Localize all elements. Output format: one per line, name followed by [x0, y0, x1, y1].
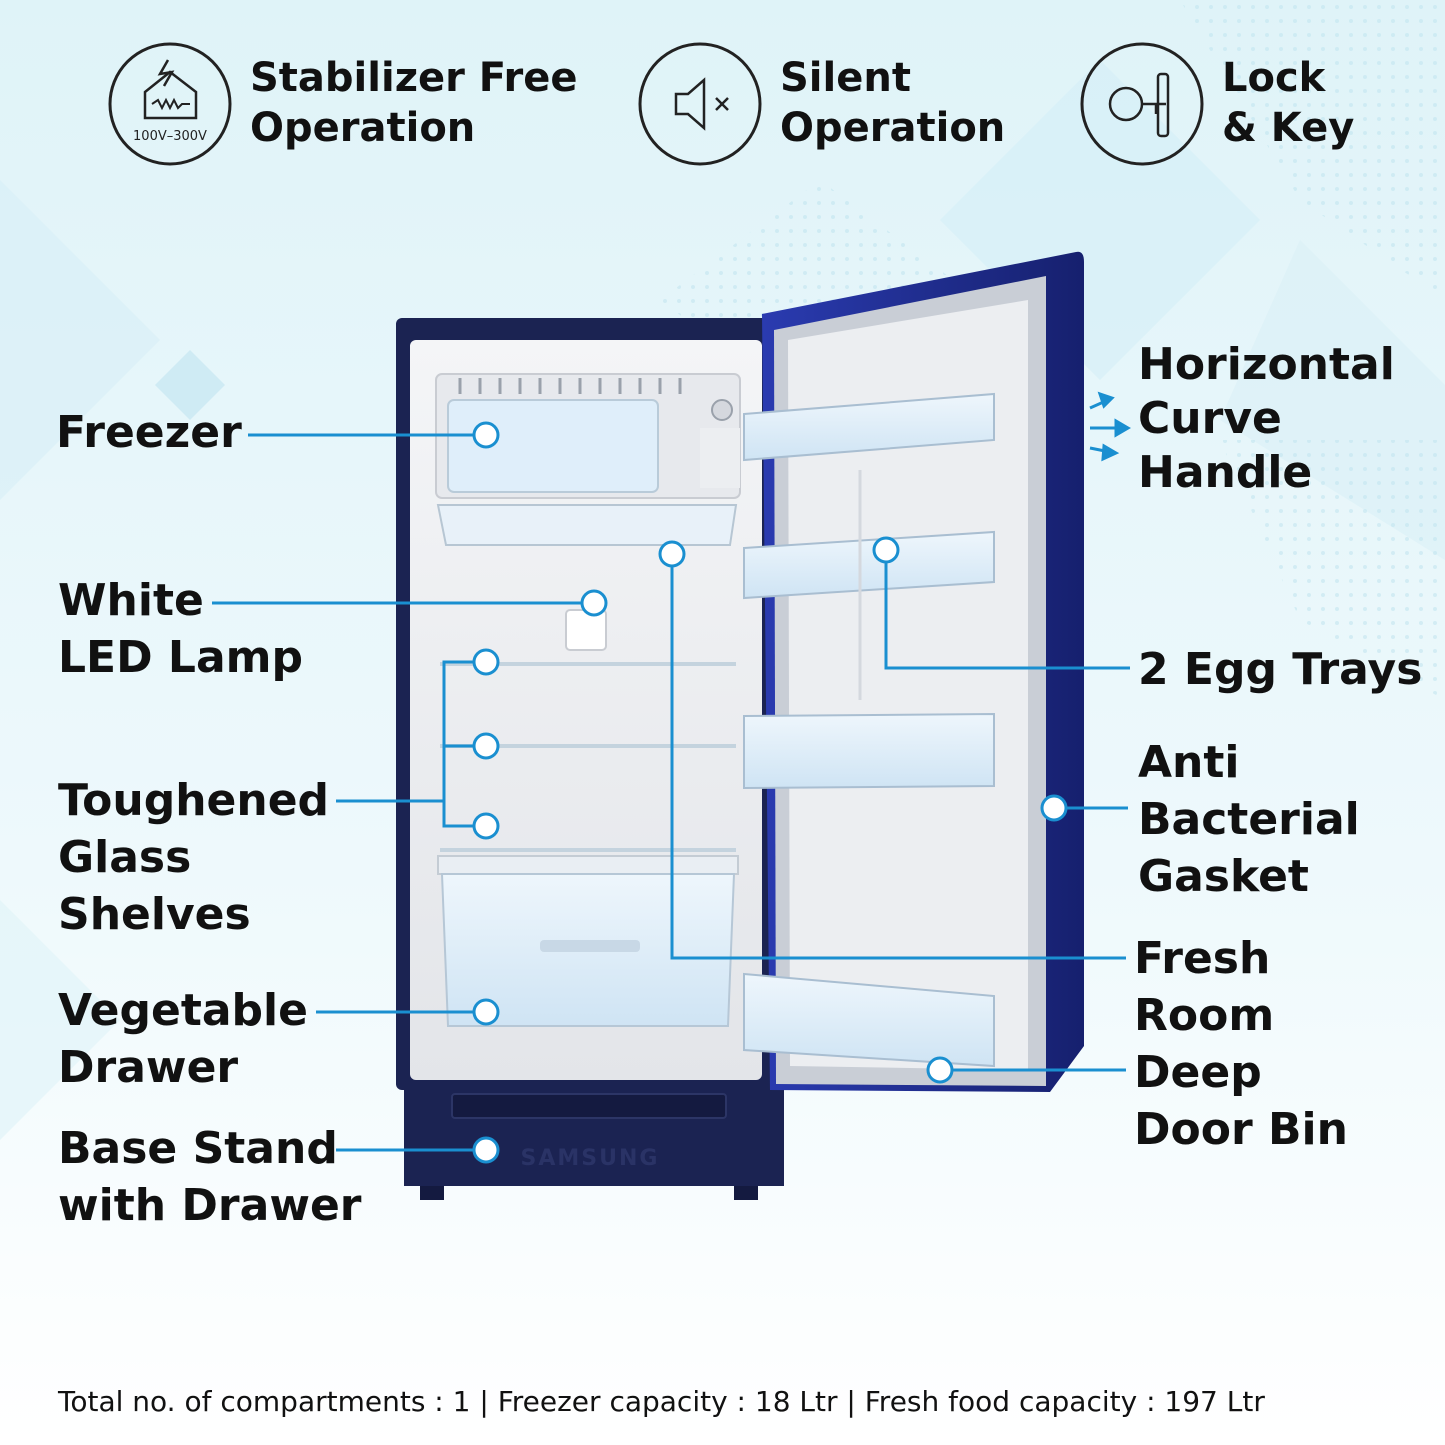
label-line: Freezer — [56, 407, 242, 458]
feature-line: & Key — [1222, 105, 1355, 151]
label-toughened-glass-shelves: Toughened Glass Shelves — [58, 772, 329, 943]
label-line: LED Lamp — [58, 632, 304, 683]
feature-lock-key: Lock & Key — [1222, 53, 1354, 153]
label-line: White — [58, 575, 204, 626]
capacity-footer: Total no. of compartments : 1 | Freezer … — [58, 1385, 1265, 1418]
feature-silent-operation: Silent Operation — [780, 53, 1005, 153]
label-line: Base Stand — [58, 1123, 338, 1174]
label-line: Room — [1134, 990, 1275, 1041]
handle-arrows-icon — [1089, 391, 1131, 462]
label-horizontal-curve-handle: Horizontal Curve Handle — [1138, 338, 1395, 500]
label-anti-bacterial-gasket: Anti Bacterial Gasket — [1138, 734, 1360, 905]
label-white-led-lamp: White LED Lamp — [58, 572, 303, 686]
label-vegetable-drawer: Vegetable Drawer — [58, 982, 308, 1096]
label-line: Curve — [1138, 393, 1282, 444]
label-line: Deep — [1134, 1047, 1262, 1098]
feature-line: Lock — [1222, 55, 1326, 101]
feature-stabilizer-free: Stabilizer Free Operation — [250, 53, 578, 153]
vegetable-drawer-shape — [437, 855, 739, 1027]
label-line: Toughened — [58, 775, 330, 826]
label-egg-trays: 2 Egg Trays — [1138, 641, 1422, 698]
label-line: 2 Egg Trays — [1138, 644, 1423, 695]
voltage-range-text: 100V–300V — [133, 129, 207, 144]
led-lamp — [565, 609, 607, 651]
open-door — [743, 251, 1084, 1092]
feature-line: Stabilizer Free — [250, 55, 578, 101]
lock-key-icon — [1080, 42, 1204, 166]
callout-dots — [472, 421, 1068, 1164]
label-line: Gasket — [1138, 851, 1309, 902]
label-line: Drawer — [58, 1042, 239, 1093]
label-base-stand: Base Stand with Drawer — [58, 1120, 362, 1234]
label-line: Handle — [1138, 447, 1313, 498]
label-line: Door Bin — [1134, 1104, 1348, 1155]
cabinet — [396, 318, 774, 1090]
callout-lines — [212, 433, 1130, 1152]
feature-line: Operation — [250, 105, 476, 151]
label-line: Vegetable — [58, 985, 308, 1036]
label-line: Bacterial — [1138, 794, 1360, 845]
label-fresh-room-deep-door-bin: Fresh Room Deep Door Bin — [1134, 930, 1348, 1158]
label-freezer: Freezer — [56, 404, 242, 461]
label-line: Shelves — [58, 889, 251, 940]
label-line: Anti — [1138, 737, 1240, 788]
label-line: Horizontal — [1138, 339, 1395, 390]
feature-line: Silent — [780, 55, 911, 101]
label-line: Glass — [58, 832, 192, 883]
base-stand: SAMSUNG — [404, 1080, 784, 1200]
label-line: with Drawer — [58, 1180, 362, 1231]
feature-line: Operation — [780, 105, 1006, 151]
brand-logo: SAMSUNG — [521, 1146, 660, 1171]
label-line: Fresh — [1134, 933, 1271, 984]
freezer-compartment — [435, 373, 741, 546]
voltage-house-icon: 100V–300V — [108, 42, 232, 166]
speaker-mute-icon — [638, 42, 762, 166]
